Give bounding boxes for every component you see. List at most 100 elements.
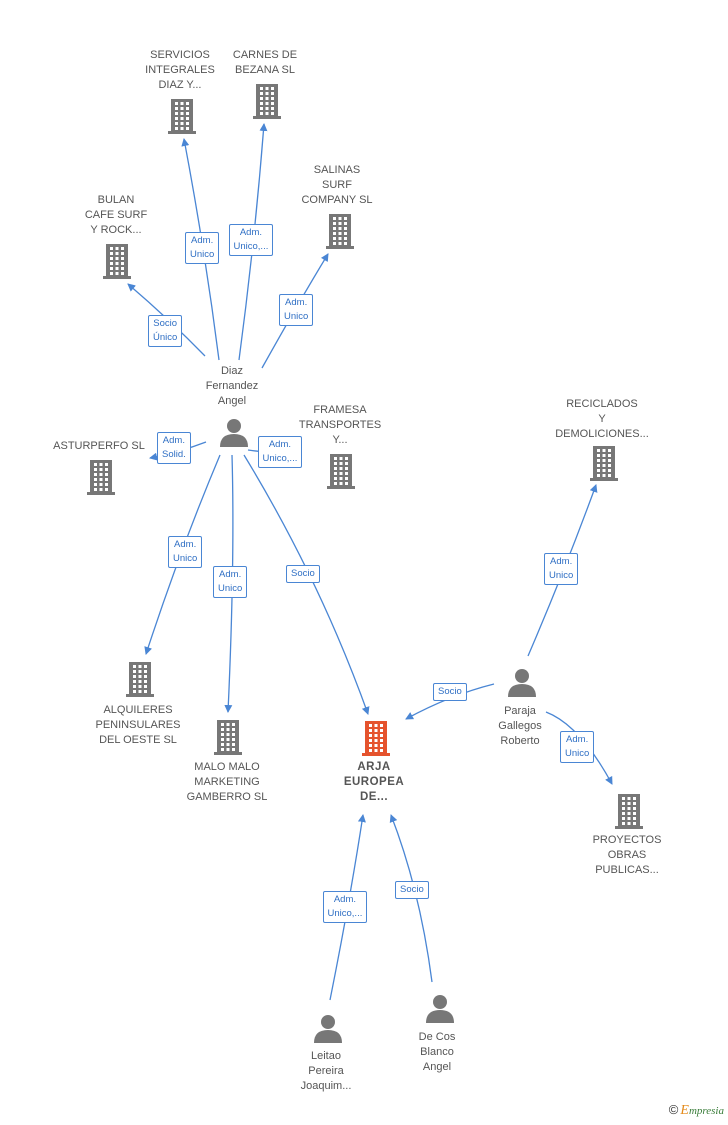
- edge-label-line: Socio: [291, 568, 315, 579]
- node-label-line: SURF: [322, 179, 352, 191]
- edge-label-paraja-proyectos[interactable]: Adm.Unico: [560, 731, 595, 763]
- edge-label-line: Único: [153, 332, 178, 343]
- diaz-person-icon[interactable]: [220, 419, 248, 447]
- edge-label-diaz-servicios[interactable]: Adm. Unico: [185, 232, 220, 264]
- edge-label-line: Unico,...: [262, 453, 298, 464]
- edge-label-line: Unico: [284, 311, 309, 322]
- node-label-line: Gallegos: [498, 720, 542, 732]
- salinas-building-icon[interactable]: [326, 214, 354, 249]
- edge-label-line: Unico: [173, 553, 198, 564]
- node-label-line: Y: [598, 413, 606, 425]
- edge-label-diaz-framesa[interactable]: Adm. Unico,...: [257, 436, 303, 468]
- edge-label-line: Unico: [218, 583, 243, 594]
- node-label-line: OBRAS: [607, 849, 647, 861]
- asturperfo-building-icon[interactable]: [87, 460, 115, 495]
- node-label-line: Y...: [332, 434, 348, 446]
- edge-label-line: Adm.: [191, 235, 214, 246]
- edge-label-line: Socio: [153, 318, 178, 329]
- copyright-icon: ©: [668, 1102, 679, 1117]
- decos-person-icon[interactable]: [426, 995, 454, 1023]
- node-label-line: DEMOLICIONES...: [555, 428, 649, 440]
- edge-label-line: Adm.: [239, 227, 263, 238]
- edge-label-leitao-arja[interactable]: Adm.Unico,...: [322, 891, 368, 923]
- servicios-building-icon[interactable]: [168, 99, 196, 134]
- leitao-person-icon[interactable]: [314, 1015, 342, 1043]
- edge-label-line: Unico: [549, 570, 574, 581]
- node-label-line: FRAMESA: [313, 404, 367, 416]
- edge-label-line: Unico,...: [233, 241, 269, 252]
- node-label-line: MALO MALO: [194, 761, 260, 773]
- node-label-line: Paraja: [504, 705, 536, 717]
- edge-label-line: Adm.: [285, 297, 308, 308]
- node-label-line: Leitao: [311, 1050, 341, 1062]
- empresia-footer: ©Empresia: [669, 1102, 724, 1119]
- node-label-line: DE...: [359, 791, 389, 803]
- edge-label-diaz-alquileres[interactable]: Adm. Unico: [168, 536, 203, 568]
- edge-label-diaz-salinas[interactable]: Adm. Unico: [279, 294, 314, 326]
- edge-label-paraja-arja[interactable]: Socio: [433, 683, 467, 701]
- node-label-arja[interactable]: ARJA EUROPEA DE...: [309, 760, 439, 805]
- node-label-line: DIAZ Y...: [158, 79, 202, 91]
- node-label-line: PENINSULARES: [95, 719, 181, 731]
- edge-label-line: Adm.: [174, 539, 197, 550]
- malomalo-building-icon[interactable]: [214, 720, 242, 755]
- edge-label-diaz-malomalo[interactable]: Adm. Unico: [213, 566, 248, 598]
- brand-initial: E: [680, 1103, 689, 1118]
- edge-label-diaz-carnes[interactable]: Adm. Unico,...: [228, 224, 274, 256]
- node-label-line: CAFE SURF: [84, 209, 148, 221]
- node-label-line: Angel: [217, 395, 247, 407]
- node-label-line: INTEGRALES: [145, 64, 215, 76]
- node-label-line: RECICLADOS: [566, 398, 638, 410]
- node-label-reciclados[interactable]: RECICLADOS Y DEMOLICIONES...: [537, 397, 667, 442]
- alquileres-building-icon[interactable]: [126, 662, 154, 697]
- node-label-line: Diaz: [220, 365, 243, 377]
- edge-label-line: Adm.: [268, 439, 292, 450]
- node-label-line: Y ROCK...: [90, 224, 142, 236]
- node-label-line: PROYECTOS: [592, 834, 662, 846]
- node-label-line: EUROPEA: [343, 776, 405, 788]
- edge-label-paraja-reciclados[interactable]: Adm. Unico: [544, 553, 579, 585]
- edge-label-line: Solid.: [162, 449, 186, 460]
- edge-label-diaz-arja[interactable]: Socio: [286, 565, 320, 583]
- reciclados-building-icon[interactable]: [590, 446, 618, 481]
- node-label-line: De Cos: [418, 1031, 456, 1043]
- node-label-line: SERVICIOS: [150, 49, 210, 61]
- node-label-line: TRANSPORTES: [298, 419, 382, 431]
- edge-label-decos-arja[interactable]: Socio: [395, 881, 429, 899]
- bulan-building-icon[interactable]: [103, 244, 131, 279]
- node-label-framesa[interactable]: FRAMESA TRANSPORTES Y...: [275, 403, 405, 448]
- edge-label-line: Socio: [400, 884, 424, 895]
- node-label-line: CARNES DE: [232, 49, 298, 61]
- node-label-line: BULAN: [97, 194, 135, 206]
- edge-label-line: Unico,...: [327, 908, 363, 919]
- node-label-bulan[interactable]: BULAN CAFE SURF Y ROCK...: [51, 193, 181, 238]
- framesa-building-icon[interactable]: [327, 454, 355, 489]
- node-label-servicios[interactable]: SERVICIOS INTEGRALES DIAZ Y...: [115, 48, 245, 93]
- edge-label-line: Unico: [565, 748, 590, 759]
- edge-label-line: Adm.: [550, 556, 573, 567]
- node-label-line: ASTURPERFO SL: [53, 440, 145, 452]
- paraja-person-icon[interactable]: [508, 669, 536, 697]
- node-label-line: Fernandez: [205, 380, 259, 392]
- carnes-building-icon[interactable]: [253, 84, 281, 119]
- node-label-asturperfo[interactable]: ASTURPERFO SL: [34, 439, 164, 454]
- node-label-line: ARJA: [357, 761, 391, 773]
- edge-label-line: Unico: [190, 249, 215, 260]
- node-label-line: Blanco: [420, 1046, 454, 1058]
- edge-label-diaz-asturperfo[interactable]: Adm.Solid.: [157, 432, 191, 464]
- proyectos-building-icon[interactable]: [615, 794, 643, 829]
- arja-building-icon[interactable]: [362, 721, 390, 756]
- node-label-line: GAMBERRO SL: [186, 791, 268, 803]
- edge-label-line: Socio: [438, 686, 462, 697]
- edge-label-line: Adm.: [219, 569, 242, 580]
